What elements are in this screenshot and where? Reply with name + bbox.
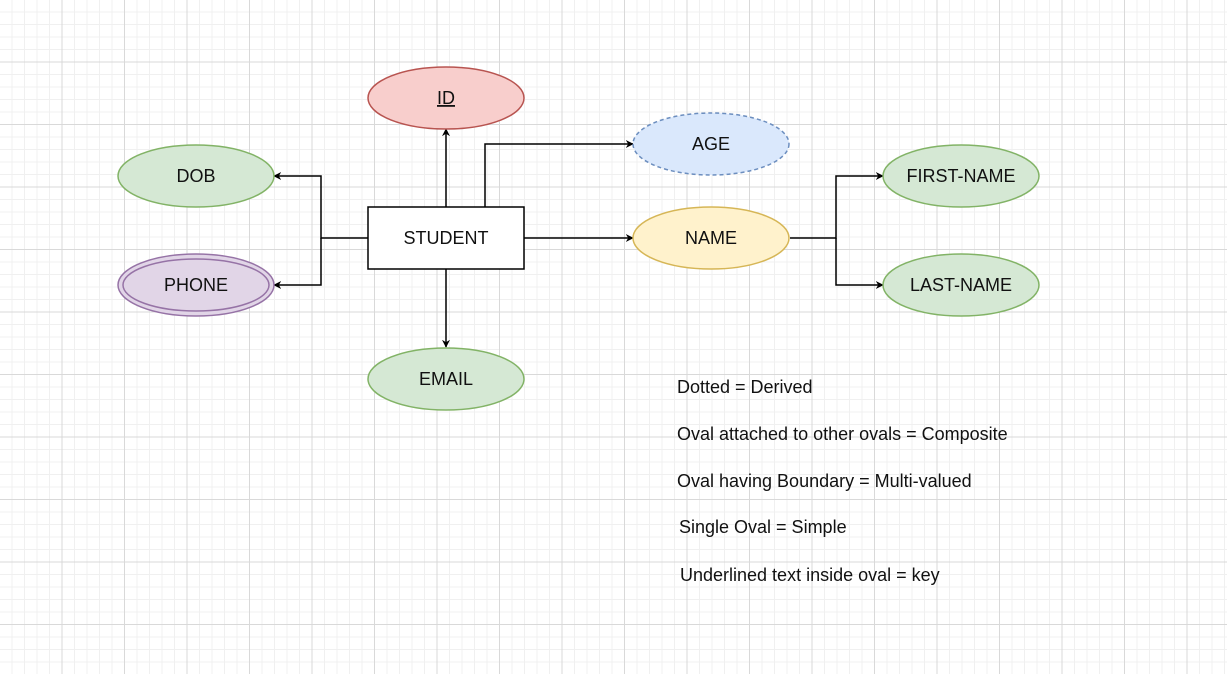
entity-student-label: STUDENT	[404, 228, 489, 248]
attribute-name-label: NAME	[685, 228, 737, 248]
attribute-first-name-label: FIRST-NAME	[906, 166, 1015, 186]
legend-composite: Oval attached to other ovals = Composite	[677, 424, 1008, 444]
attribute-id-oval	[367, 66, 525, 130]
legend-key: Underlined text inside oval = key	[680, 565, 940, 585]
attribute-phone-outer-oval	[117, 253, 275, 317]
connector-student-phone	[273, 238, 322, 289]
attribute-last-name-label: LAST-NAME	[910, 275, 1012, 295]
attribute-last-name-oval	[882, 253, 1040, 317]
attribute-phone[interactable]: PHONE	[117, 253, 275, 317]
entity-student[interactable]: STUDENT	[367, 206, 525, 270]
connector-student-dob	[273, 172, 368, 239]
attribute-age-oval	[632, 112, 790, 176]
attribute-phone-inner-oval	[122, 258, 270, 312]
attribute-dob-label: DOB	[176, 166, 215, 186]
attribute-name-oval	[632, 206, 790, 270]
attribute-first-name-oval	[882, 144, 1040, 208]
connector-student-age	[484, 140, 634, 207]
attribute-id[interactable]: ID	[367, 66, 525, 130]
attribute-first-name[interactable]: FIRST-NAME	[882, 144, 1040, 208]
attribute-last-name[interactable]: LAST-NAME	[882, 253, 1040, 317]
attribute-email-oval	[367, 347, 525, 411]
legend-simple: Single Oval = Simple	[679, 517, 847, 537]
attribute-dob[interactable]: DOB	[117, 144, 275, 208]
attribute-name[interactable]: NAME	[632, 206, 790, 270]
attribute-email[interactable]: EMAIL	[367, 347, 525, 411]
connector-name-last-name	[835, 238, 884, 289]
legend-multi-valued: Oval having Boundary = Multi-valued	[677, 471, 972, 491]
connectors	[273, 128, 884, 348]
entity-student-box	[367, 206, 525, 270]
attribute-phone-label: PHONE	[164, 275, 228, 295]
attribute-id-label: ID	[437, 88, 455, 108]
attribute-email-label: EMAIL	[419, 369, 473, 389]
connector-name-first-name	[790, 172, 884, 239]
legend-derived: Dotted = Derived	[677, 377, 813, 397]
attribute-age[interactable]: AGE	[632, 112, 790, 176]
attribute-dob-oval	[117, 144, 275, 208]
attribute-age-label: AGE	[692, 134, 730, 154]
